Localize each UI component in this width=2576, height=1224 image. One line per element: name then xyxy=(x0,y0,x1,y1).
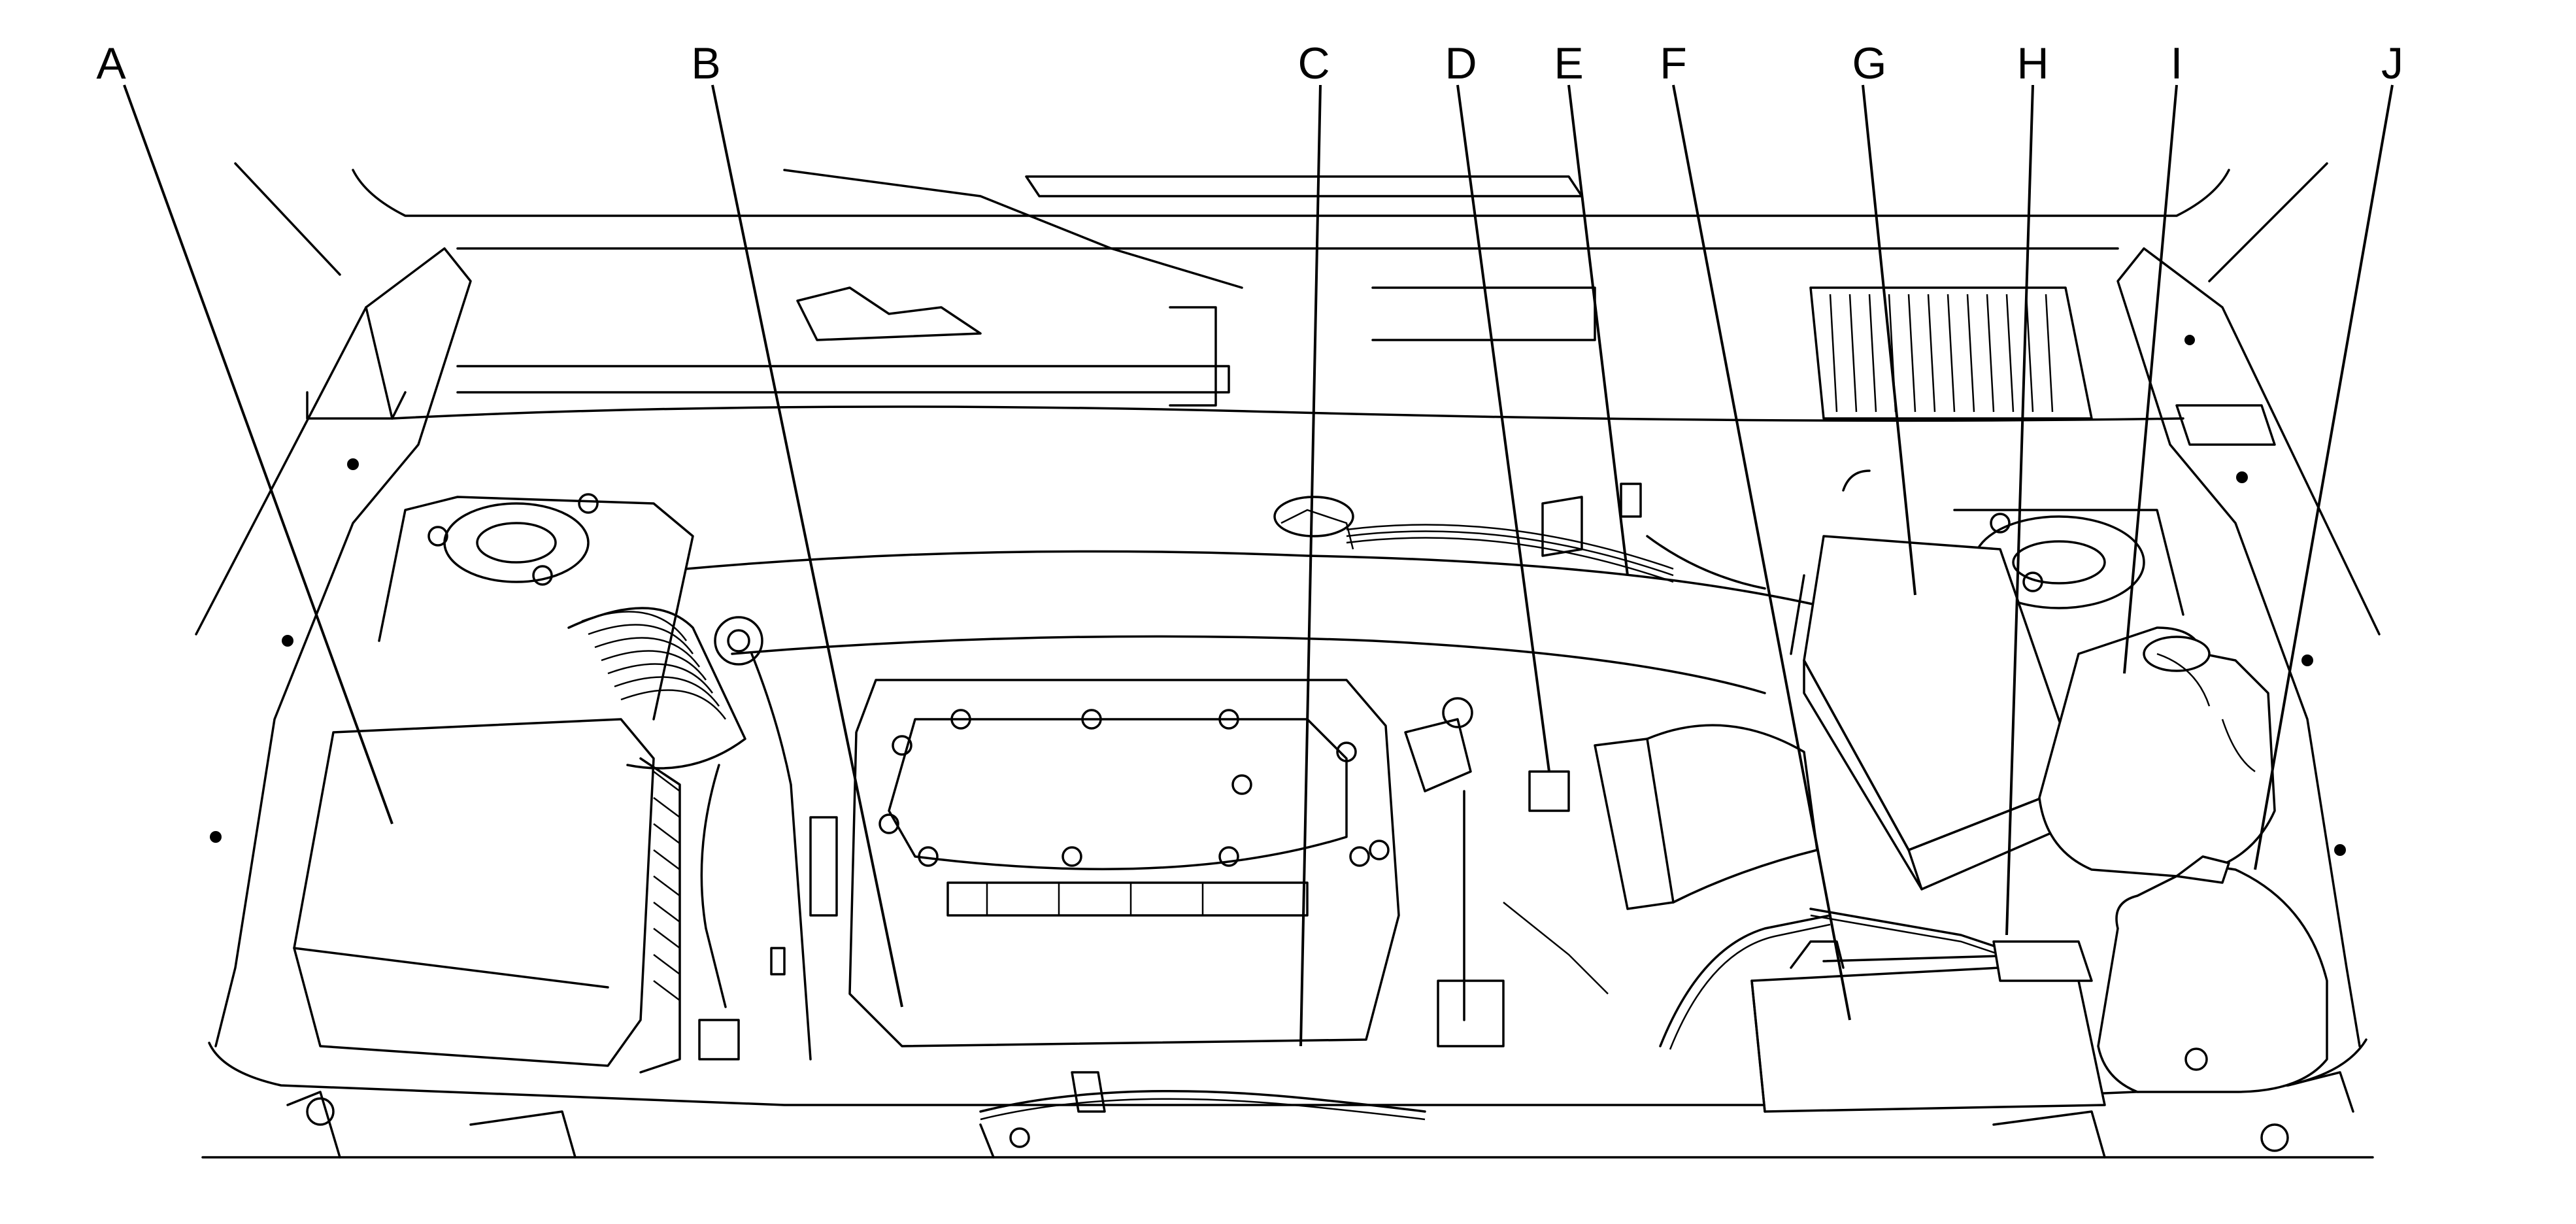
callout-labels: A B C D E F G H I J xyxy=(96,39,2403,88)
callout-c: C xyxy=(1297,39,1330,88)
cowl-vent-grille xyxy=(1809,286,2093,420)
leader-f xyxy=(1672,84,1851,1021)
leader-g xyxy=(1862,84,1916,596)
fender-bolts xyxy=(210,335,2346,856)
leader-b xyxy=(711,84,903,1008)
cover-bolts xyxy=(878,709,1390,867)
battery xyxy=(1750,940,2106,1113)
leader-h xyxy=(2005,84,2034,936)
callout-b: B xyxy=(691,39,720,88)
left-strut-tower xyxy=(378,493,694,721)
callout-h: H xyxy=(2016,39,2049,88)
throttle-body xyxy=(1404,697,1818,1047)
callout-g: G xyxy=(1852,39,1887,88)
callout-j: J xyxy=(2381,39,2403,88)
leader-e xyxy=(1567,84,1629,576)
wiring-harness xyxy=(979,908,2047,1121)
coolant-reservoir xyxy=(2038,626,2276,877)
air-intake-duct xyxy=(567,607,763,770)
leader-j xyxy=(2254,84,2394,870)
intake-tube xyxy=(685,483,1832,694)
washer-fluid-reservoir xyxy=(2097,855,2328,1093)
leader-a xyxy=(123,84,393,824)
leader-i xyxy=(2123,84,2178,674)
right-strut-tower xyxy=(1953,509,2184,616)
underhood-fuse-block xyxy=(1790,469,2073,891)
leader-c xyxy=(1299,84,1322,1047)
callout-d: D xyxy=(1445,39,1477,88)
air-cleaner-assembly xyxy=(293,718,681,1074)
left-hoses xyxy=(698,653,838,1061)
callout-e: E xyxy=(1554,39,1583,88)
callout-a: A xyxy=(96,39,126,88)
callout-i: I xyxy=(2171,39,2183,88)
leader-d xyxy=(1456,84,1550,772)
callout-f: F xyxy=(1660,39,1687,88)
front-fascia xyxy=(286,1071,2354,1159)
engine-cover xyxy=(848,679,1400,1047)
callout-leaders xyxy=(123,84,2394,1047)
